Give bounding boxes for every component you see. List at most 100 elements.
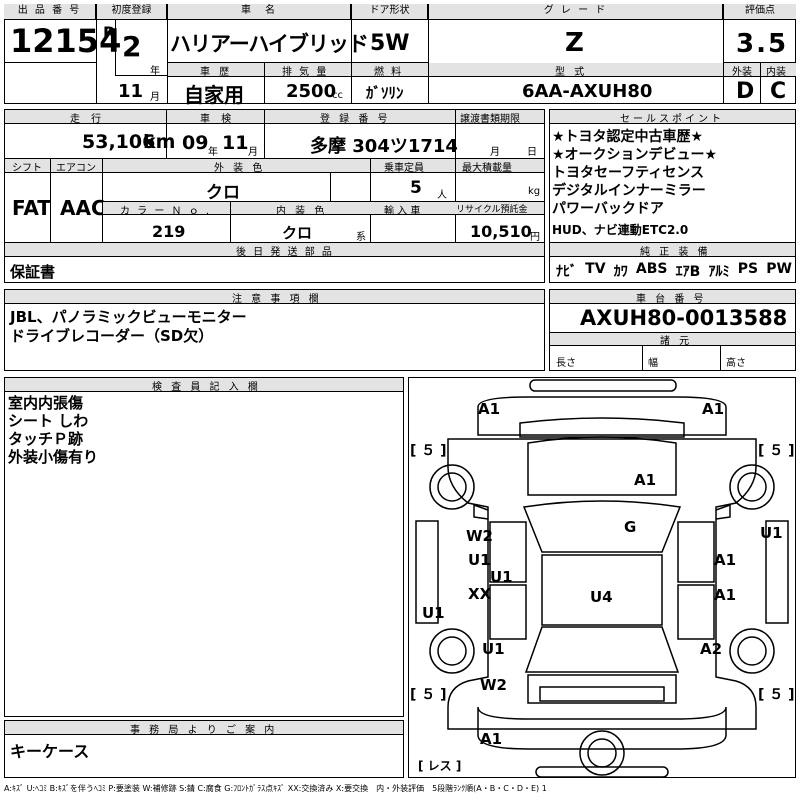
grade-label: グ レ ー ド (429, 4, 723, 20)
mileage-label: 走 行 (70, 114, 106, 125)
tire-rear-right-value: ５ (769, 687, 784, 703)
color-no: 219 (152, 222, 186, 241)
score-bottom (724, 62, 796, 63)
equip-item: PW (766, 261, 792, 277)
int-color-unit: 系 (356, 232, 366, 243)
width-label: 幅 (648, 358, 658, 369)
ext-color: クロ (206, 183, 240, 203)
int-label: 内装 (766, 67, 786, 78)
damage-mark: W2 (480, 676, 507, 694)
sales-last-line: HUD、ナビ連動ETC2.0 (552, 223, 689, 237)
shift-divider (50, 159, 51, 242)
shift-label: シフト (12, 163, 42, 174)
equip-item: TV (585, 261, 606, 277)
capacity: 5 (410, 178, 422, 198)
reg-divider (167, 4, 168, 104)
equip-band (550, 242, 795, 257)
displacement: 2500 (286, 81, 337, 102)
equip-item: ABS (635, 261, 668, 277)
color-divider (370, 159, 371, 242)
spare-tire-value: レス (427, 759, 452, 773)
spec-band (550, 332, 795, 346)
score: 3.5 (736, 29, 789, 59)
row2-divider-score (760, 63, 761, 104)
car-name-label: 車 名 (168, 4, 351, 20)
car-name: ハリアーハイブリッド (170, 32, 369, 56)
fuel-label: 燃 料 (374, 67, 404, 78)
equip-item: PS (737, 261, 759, 277)
damage-mark: U1 (482, 640, 505, 658)
later-band (5, 243, 544, 257)
ac-divider (102, 159, 103, 242)
capacity-label: 乗車定員 (384, 163, 424, 174)
sales-label: セールスポイント (620, 114, 724, 125)
plate: 多摩 304ツ1714 (310, 136, 458, 157)
recycle-unit: 円 (530, 232, 540, 243)
door-divider (351, 4, 352, 63)
damage-mark: A1 (714, 551, 737, 569)
damage-mark: A1 (480, 730, 503, 748)
inspection-label: 車 検 (200, 114, 236, 125)
chassis-section (549, 289, 796, 371)
damage-mark: A1 (634, 471, 657, 489)
grade: Z (565, 28, 584, 58)
damage-mark: U1 (490, 568, 513, 586)
recycle: 10,510 (470, 222, 532, 241)
color-no-label: カ ラ ー Ｎ ｏ . (120, 206, 212, 217)
tire-front-left: [ ５ ] (410, 443, 447, 459)
shift: FAT (12, 196, 51, 220)
inspector-label: 検 査 員 記 入 欄 (152, 382, 261, 393)
equip-label: 純 正 装 備 (640, 247, 711, 258)
ac: AAC (60, 196, 106, 220)
model-label: 型 式 (555, 67, 588, 78)
damage-mark: G (624, 518, 637, 536)
damage-mark: XX (468, 585, 492, 603)
row2-divider-1 (264, 63, 265, 104)
import-label: 輸 入 車 (384, 206, 421, 217)
damage-mark: W2 (466, 527, 493, 545)
equip-item: ｴｱB (675, 264, 701, 280)
history: 自家用 (184, 83, 244, 107)
capacity-unit: 人 (437, 190, 447, 201)
mileage: 53,106 (82, 131, 156, 153)
model: 6AA-AXUH80 (522, 81, 653, 102)
damage-mark: U4 (590, 588, 613, 606)
office-band (5, 721, 403, 735)
sales-section (549, 109, 796, 283)
info-band-2 (5, 159, 544, 173)
reg-inner-border (115, 20, 167, 76)
inspection-month: 11 (222, 132, 249, 154)
lot-label: 出 品 番 号 (4, 4, 96, 20)
fuel: ｶﾞｿﾘﾝ (366, 84, 404, 102)
equip-item: ｶﾜ (613, 264, 628, 280)
damage-mark: A1 (478, 400, 501, 418)
recycle-label: リサイクル預託金 (456, 205, 528, 215)
load-label: 最大積載量 (462, 163, 512, 174)
height-label: 高さ (726, 358, 746, 369)
tire-front-left-value: ５ (421, 443, 436, 459)
info-div-b (264, 110, 265, 158)
sales-points: ★トヨタ認定中古車歴★ ★オークションデビュー★ トヨタセーフティセンス デジタ… (552, 129, 718, 217)
spec-div-2 (720, 346, 721, 371)
notes-section (4, 289, 545, 371)
int-grade: C (770, 79, 787, 104)
damage-mark: A1 (702, 400, 725, 418)
car-name-bottom (168, 62, 428, 63)
chassis-label: 車 台 番 号 (636, 294, 707, 305)
office-section (4, 720, 404, 778)
colorno-divider (230, 201, 231, 242)
tire-rear-right: [ ５ ] (758, 687, 795, 703)
grade-divider (723, 4, 724, 104)
spec-div-1 (642, 346, 643, 371)
info-line-1 (5, 158, 544, 159)
inspection-year: 09 (182, 132, 209, 154)
history-label: 車 歴 (200, 67, 233, 78)
row2-divider-3 (428, 63, 429, 104)
inspection-year-unit: 年 (208, 147, 218, 158)
equip-item: ｱﾙﾐ (708, 264, 730, 280)
displacement-unit: cc (332, 90, 343, 101)
notes-text: JBL、パノラミックビューモニター ドライブレコーダー（SD欠） (10, 308, 247, 345)
reg-era: R (103, 23, 116, 42)
reg-year: 2 (122, 30, 142, 63)
row2-divider-2 (351, 63, 352, 104)
